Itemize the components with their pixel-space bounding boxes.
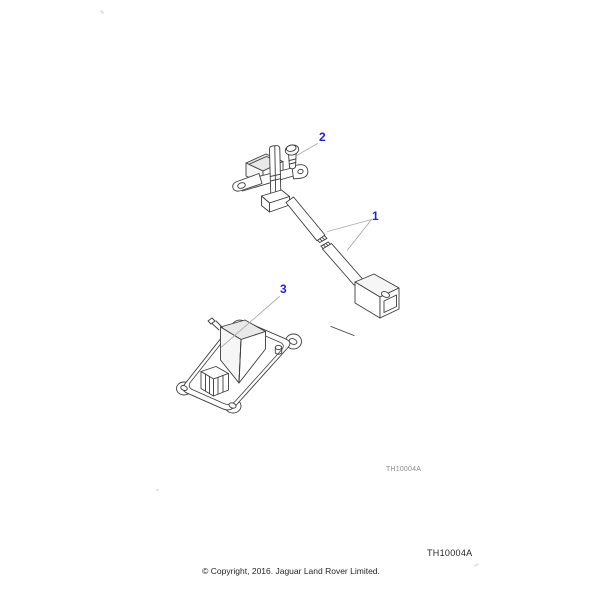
plate-hole-right bbox=[288, 338, 298, 345]
callout-leader-lines bbox=[221, 143, 372, 348]
ribbon-lower-teeth bbox=[320, 241, 331, 249]
screw-shaft bbox=[288, 152, 297, 170]
clamp-notch-2 bbox=[269, 178, 282, 182]
module-pigtail bbox=[207, 317, 223, 331]
clip-bracket bbox=[200, 366, 229, 397]
part-2-screw bbox=[284, 144, 300, 170]
tab-mounting-hole bbox=[237, 182, 246, 189]
connector-stub-line bbox=[330, 326, 355, 336]
screw-thread-1 bbox=[288, 158, 297, 161]
plate-hole-bottom bbox=[228, 402, 237, 409]
leader-line-1b bbox=[347, 219, 372, 251]
scan-speck bbox=[156, 489, 159, 491]
ear-mounting-hole bbox=[297, 168, 304, 175]
copyright-notice: © Copyright, 2016. Jaguar Land Rover Lim… bbox=[202, 566, 380, 576]
callout-3[interactable]: 3 bbox=[280, 282, 287, 296]
ribbon-lower bbox=[322, 243, 364, 286]
ribbon-upper-teeth bbox=[316, 235, 328, 243]
screw-thread-2 bbox=[289, 162, 297, 165]
leader-line-1a bbox=[327, 219, 372, 232]
connector-latch-slot bbox=[381, 291, 390, 298]
leader-line-3 bbox=[221, 296, 280, 348]
callout-1[interactable]: 1 bbox=[372, 209, 379, 223]
drawing-code-large: TH10004A bbox=[427, 548, 473, 558]
part-1-connector bbox=[330, 273, 400, 336]
module-edge-line bbox=[238, 339, 242, 384]
clamp-notch-1 bbox=[269, 173, 281, 177]
drawing-code-small: TH10004A bbox=[386, 466, 422, 473]
callout-2[interactable]: 2 bbox=[319, 130, 326, 144]
connector-recess bbox=[383, 294, 397, 313]
leader-line-2 bbox=[297, 143, 318, 156]
ribbon-upper bbox=[285, 196, 326, 242]
part-1-sensor-bracket bbox=[232, 145, 309, 213]
screw-head-top bbox=[285, 144, 297, 152]
part-3-module-assembly bbox=[176, 317, 302, 414]
plate-post bbox=[274, 344, 283, 355]
module-box bbox=[220, 319, 266, 384]
plate-hole-left bbox=[180, 385, 188, 391]
part-1-ribbon-cable bbox=[285, 196, 364, 286]
